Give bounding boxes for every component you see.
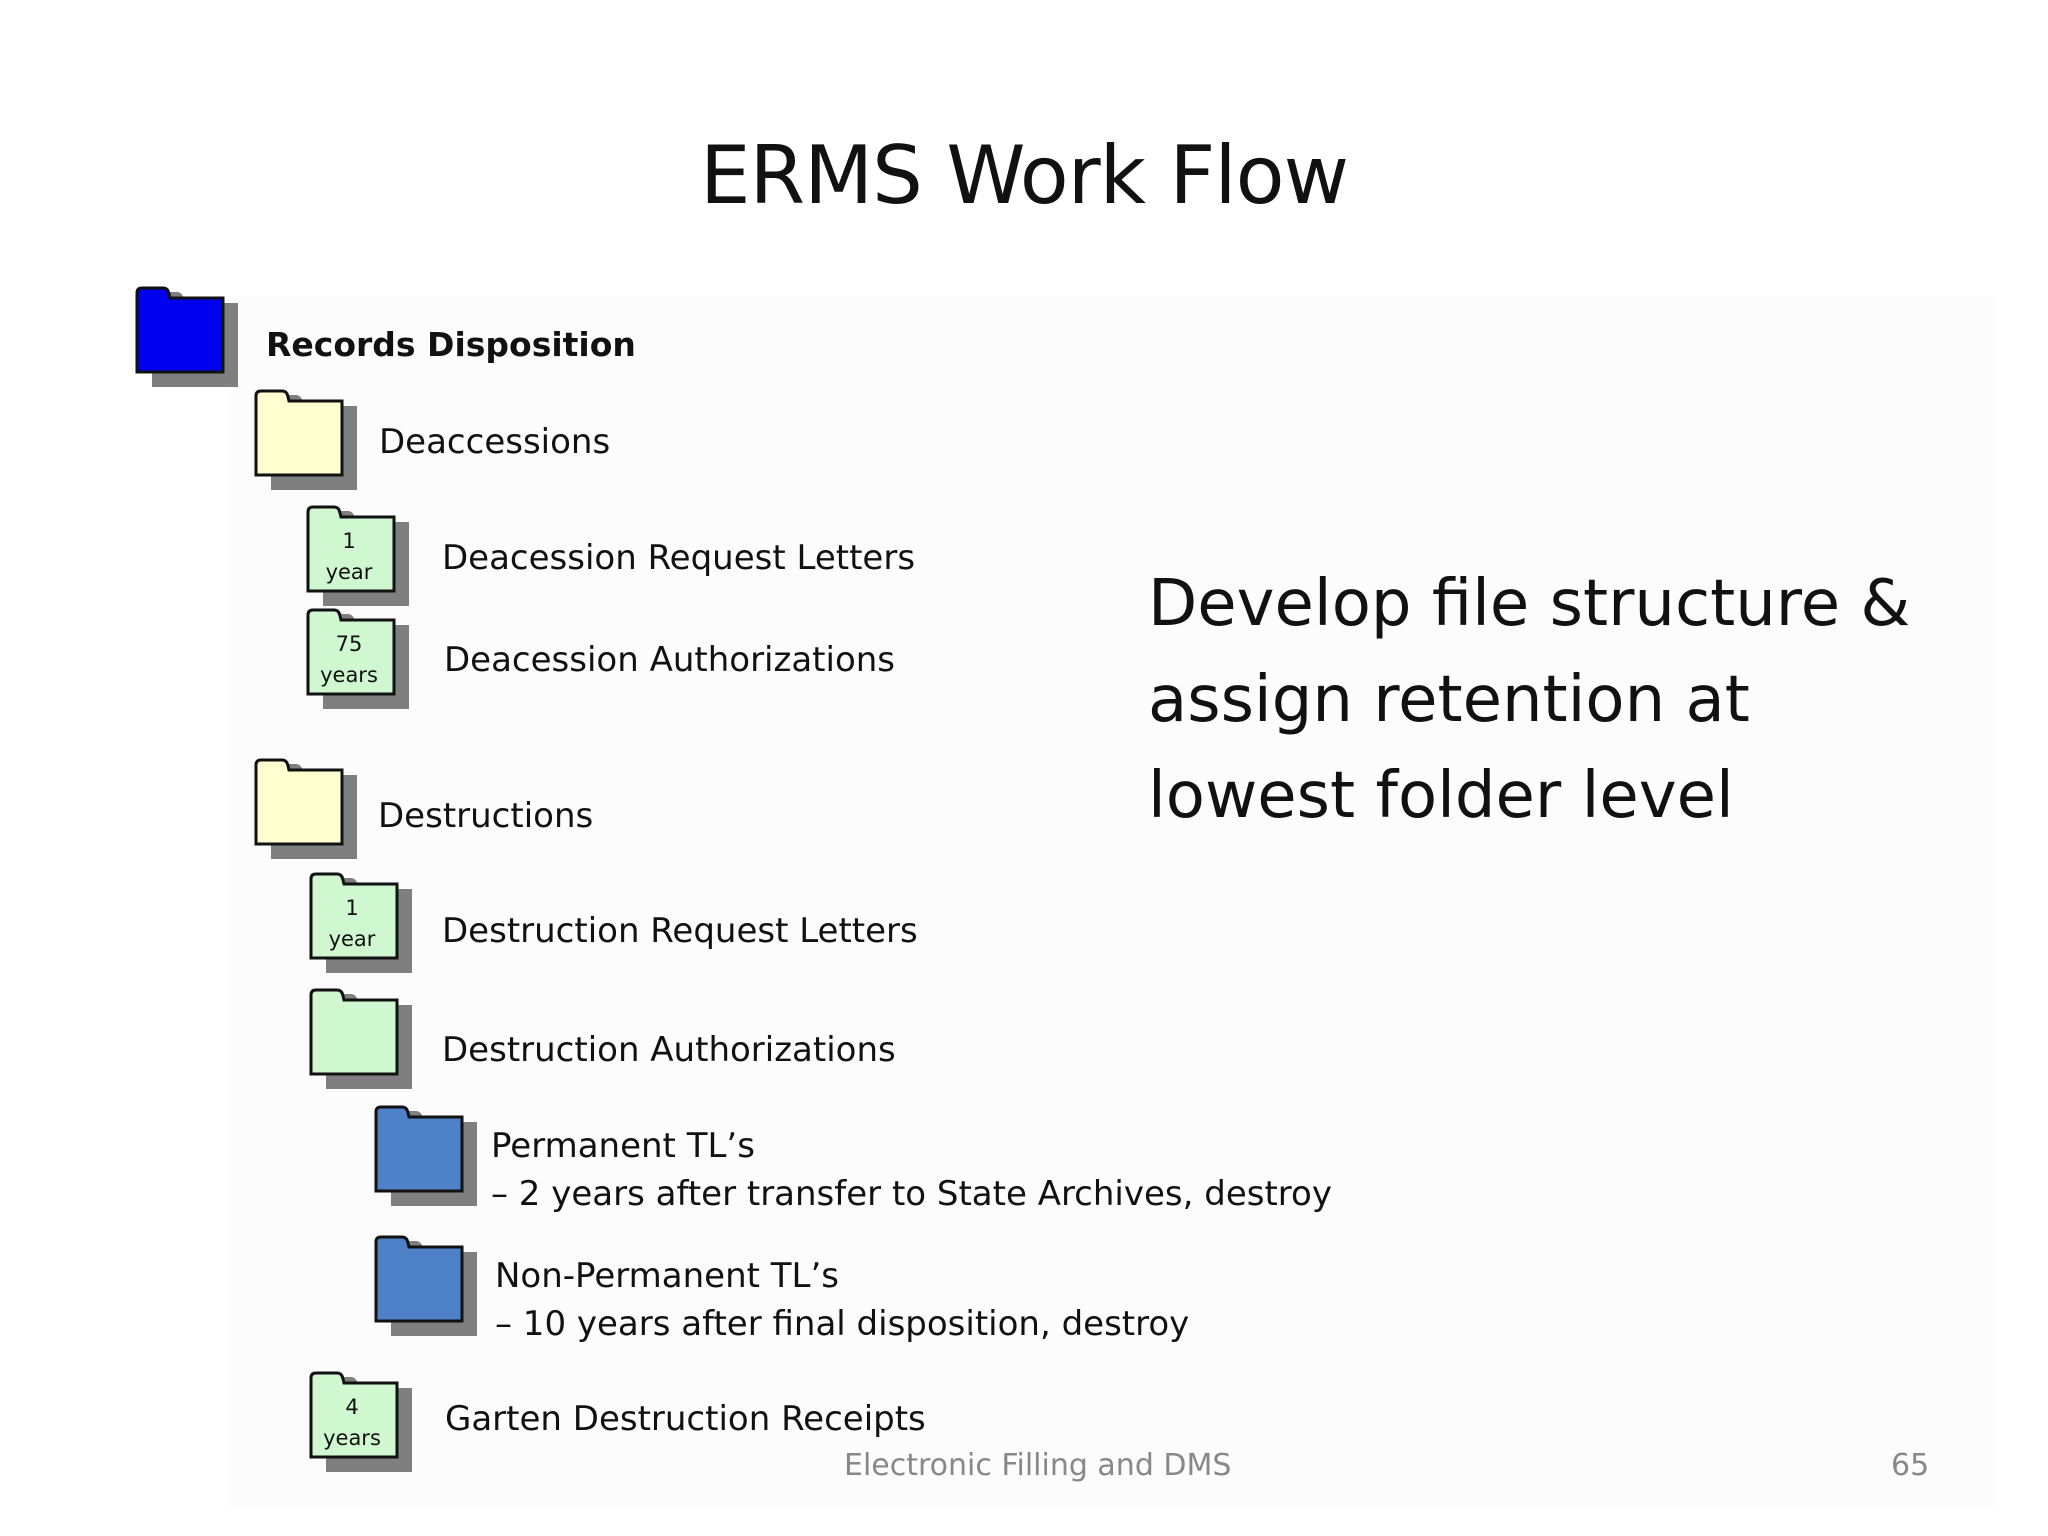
- garten-destruction-receipts-folder-graphic: [309, 1371, 412, 1472]
- non-permanent-tl-folder-icon[interactable]: [374, 1235, 482, 1340]
- deacession-request-letters-folder-graphic: [306, 505, 409, 606]
- slide-title: ERMS Work Flow: [700, 129, 1349, 222]
- retention-unit: year: [325, 560, 373, 584]
- deacession-authorizations-folder-icon[interactable]: 75 years: [306, 608, 414, 713]
- retention-number: 1: [342, 529, 356, 553]
- destructions-folder-icon[interactable]: [254, 758, 362, 863]
- root-folder-graphic: [135, 286, 238, 387]
- deaccessions-folder-graphic: [254, 389, 357, 490]
- deaccessions-folder-icon[interactable]: [254, 389, 362, 494]
- root-folder-icon[interactable]: [135, 286, 243, 391]
- destructions-label[interactable]: Destructions: [378, 796, 594, 836]
- garten-destruction-receipts-label[interactable]: Garten Destruction Receipts: [445, 1399, 926, 1439]
- instruction-note: Develop file structure & assign retentio…: [1148, 567, 1911, 833]
- footer-text: Electronic Filling and DMS: [844, 1448, 1232, 1483]
- deacession-request-letters-folder-icon[interactable]: 1 year: [306, 505, 414, 610]
- tree-panel: [226, 296, 1996, 1506]
- retention-unit: year: [328, 927, 376, 951]
- deaccessions-label[interactable]: Deaccessions: [379, 422, 611, 462]
- permanent-tl-folder-graphic: [374, 1105, 477, 1206]
- deacession-authorizations-folder-graphic: [306, 608, 409, 709]
- destruction-authorizations-label[interactable]: Destruction Authorizations: [442, 1030, 896, 1070]
- destructions-folder-graphic: [254, 758, 357, 859]
- retention-number: 75: [335, 632, 363, 656]
- retention-number: 1: [345, 896, 359, 920]
- destruction-request-letters-folder-icon[interactable]: 1 year: [309, 872, 417, 977]
- non-permanent-tl-label[interactable]: Non-Permanent TL’s: [495, 1256, 839, 1296]
- retention-number: 4: [345, 1395, 359, 1419]
- deacession-request-letters-label[interactable]: Deacession Request Letters: [442, 538, 916, 578]
- page-number: 65: [1891, 1448, 1930, 1483]
- non-permanent-tl-retention-rule: – 10 years after final disposition, dest…: [495, 1304, 1190, 1344]
- deacession-authorizations-label[interactable]: Deacession Authorizations: [444, 640, 896, 680]
- garten-destruction-receipts-folder-icon[interactable]: 4 years: [309, 1371, 417, 1476]
- destruction-authorizations-folder-icon[interactable]: [309, 988, 417, 1093]
- destruction-authorizations-folder-graphic: [309, 988, 412, 1089]
- destruction-request-letters-folder-graphic: [309, 872, 412, 973]
- retention-unit: years: [320, 663, 378, 687]
- destruction-request-letters-label[interactable]: Destruction Request Letters: [442, 911, 918, 951]
- permanent-tl-folder-icon[interactable]: [374, 1105, 482, 1210]
- permanent-tl-retention-rule: – 2 years after transfer to State Archiv…: [491, 1174, 1332, 1214]
- root-folder-label[interactable]: Records Disposition: [266, 325, 636, 364]
- non-permanent-tl-folder-graphic: [374, 1235, 477, 1336]
- permanent-tl-label[interactable]: Permanent TL’s: [491, 1126, 755, 1166]
- retention-unit: years: [323, 1426, 381, 1450]
